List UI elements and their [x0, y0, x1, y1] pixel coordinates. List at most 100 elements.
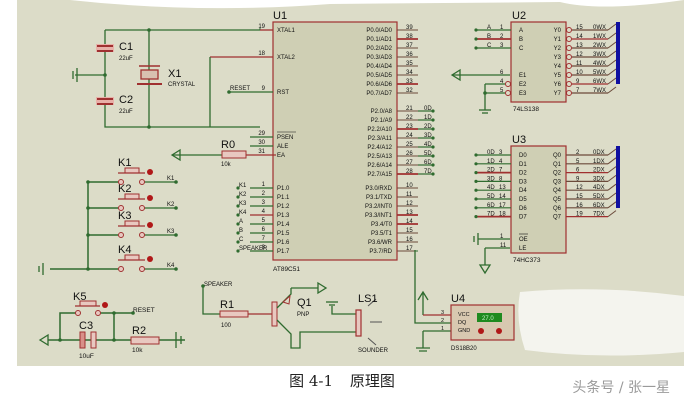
u1-pin-number: 3 — [262, 200, 266, 206]
k5-net-label: RESET — [133, 307, 155, 314]
u1-pin-name: P0.7/AD7 — [366, 91, 392, 97]
u1-pin-name: RST — [277, 90, 289, 96]
k3-ref: K3 — [118, 210, 131, 222]
u1-pin-number: 33 — [406, 79, 413, 85]
u2-pin-number: 7 — [576, 88, 580, 94]
u3-pin-name: Q6 — [553, 206, 562, 212]
u1-pin-number: 37 — [406, 43, 413, 49]
u3-input-net-label: 0D — [487, 150, 495, 156]
u4-decrement-button[interactable] — [478, 328, 484, 334]
u2-pin-number: 4 — [500, 79, 504, 85]
u1-pin-number: 18 — [258, 51, 265, 57]
u3-pin-number: 3 — [499, 150, 503, 156]
u1-pin-name: P1.2 — [277, 204, 290, 210]
x1-value: CRYSTAL — [168, 82, 196, 88]
u1-pin-name: P0.6/AD6 — [366, 82, 392, 88]
u3-pin-name: OE — [519, 237, 528, 243]
crystal-x1 — [137, 65, 162, 85]
u2-input-net-label: A — [487, 25, 491, 31]
u4-pin-num-2: 2 — [441, 318, 444, 324]
u1-pin-number: 24 — [406, 133, 413, 139]
u1-pin-net-label: K4 — [239, 210, 247, 216]
u1-pin-number: 22 — [406, 115, 413, 121]
u1-pin-name: P0.5/AD5 — [366, 73, 392, 79]
u1-pin-name: P1.6 — [277, 240, 290, 246]
u1-pin-net-label: 1D — [424, 115, 432, 121]
resistor-r0 — [221, 150, 247, 159]
ground-symbol — [175, 332, 182, 348]
k4-ref: K4 — [118, 244, 131, 256]
u2-pin-name: C — [519, 46, 524, 52]
u1-part: AT89C51 — [273, 266, 300, 273]
u1-pin-number: 2 — [262, 191, 266, 197]
u4-ds18b20: U4 DS18B20 VCC DQ GND 3 2 1 27.0 — [414, 250, 515, 352]
u3-output-net-label: 7DX — [593, 212, 605, 218]
u1-pin-name: P3.2/INT0 — [365, 204, 393, 210]
u1-pin-name: P1.5 — [277, 231, 290, 237]
u1-pin-name: P2.6/A14 — [367, 163, 392, 169]
c1-value: 22uF — [119, 56, 133, 62]
u1-pin-name: P3.5/T1 — [371, 231, 393, 237]
u3-part: 74HC373 — [513, 257, 541, 264]
u4-increment-button[interactable] — [496, 328, 502, 334]
k3-net-label: K3 — [167, 229, 175, 235]
u1-pin-name: P0.0/AD0 — [366, 28, 392, 34]
capacitor-c3 — [79, 331, 97, 349]
pushbutton-k3[interactable] — [118, 220, 153, 238]
pushbutton-k1[interactable] — [118, 167, 153, 185]
u1-pin-number: 12 — [406, 201, 413, 207]
pushbutton-k4[interactable] — [118, 254, 153, 272]
u2-output-net-label: 3WX — [593, 52, 606, 58]
u2-pin-number: 6 — [500, 70, 504, 76]
osc-wires — [75, 29, 260, 128]
pushbutton-k2[interactable] — [118, 193, 153, 211]
u1-pin-name: P3.0/RXD — [365, 186, 392, 192]
u3-pin-number: 11 — [500, 243, 507, 249]
u2-pin-number: 12 — [576, 52, 583, 58]
u1-pin-name: P2.1/A9 — [371, 118, 393, 124]
u1-pin-net-label: 3D — [424, 133, 432, 139]
u1-pin-net-label: K3 — [239, 201, 247, 207]
u1-pin-number: 15 — [406, 228, 413, 234]
u1-pin-number: 31 — [258, 149, 265, 155]
pushbutton-k5 — [75, 300, 108, 316]
u2-output-net-label: 1WX — [593, 34, 606, 40]
q1-ref: Q1 — [297, 297, 312, 309]
r2-ref: R2 — [132, 325, 146, 337]
c2-value: 22uF — [119, 109, 133, 115]
u3-pin-number: 15 — [576, 194, 583, 200]
watermark: 头条号 / 张一星 — [572, 380, 670, 396]
u1-pin-number: 6 — [262, 227, 266, 233]
u1-pin-name: XTAL1 — [277, 28, 296, 34]
caption-title: 原理图 — [349, 372, 395, 390]
u3-output-bus — [616, 146, 620, 208]
u1-at89c51: U1 AT89C51 19XTAL118XTAL29RST29PSEN30ALE… — [229, 10, 435, 273]
u2-output-bus — [616, 22, 620, 84]
ground-symbol — [479, 109, 491, 114]
u1-pin-name: P3.7/RD — [369, 249, 392, 255]
ground-symbol — [473, 233, 479, 245]
u1-pin-name: P2.0/A8 — [371, 109, 393, 115]
k1-net-label: K1 — [167, 176, 175, 182]
r1-value: 100 — [221, 323, 232, 329]
u1-pin-name: ALE — [277, 144, 288, 150]
capacitor-c2 — [96, 97, 114, 105]
u2-output-net-label: 6WX — [593, 79, 606, 85]
u1-ref: U1 — [273, 10, 287, 22]
u1-pin-name: P1.4 — [277, 222, 290, 228]
u3-input-net-label: 5D — [487, 194, 495, 200]
u2-pin-name: Y2 — [554, 46, 562, 52]
u3-pin-name: D0 — [519, 153, 527, 159]
u1-pin-name: P2.3/A11 — [368, 136, 393, 142]
u1-pin-name: P0.4/AD4 — [366, 64, 392, 70]
transistor-q1 — [271, 281, 356, 349]
u3-pin-name: Q5 — [553, 197, 562, 203]
u1-pin-number: 9 — [262, 86, 266, 92]
u1-pin-number: 25 — [406, 142, 413, 148]
u3-ref: U3 — [512, 134, 526, 146]
r0-value: 10k — [221, 162, 232, 168]
r0-ref: R0 — [221, 139, 235, 151]
u1-pin-number: 19 — [258, 24, 265, 30]
